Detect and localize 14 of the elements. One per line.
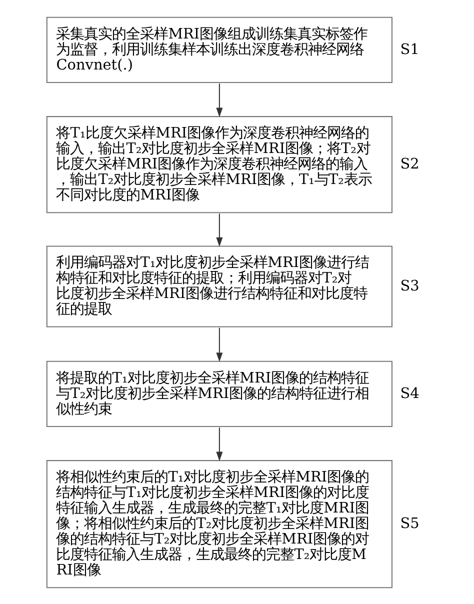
node-label: S5 [400,516,420,532]
node-label: S2 [400,156,420,172]
arrow [216,214,223,247]
node-label: S4 [400,386,420,402]
node-box: 采集真实的全采样MRI图像组成训练集真实标签作为监督，利用训练集样本训练出深度卷积神经网络Convnet(.) [46,16,392,83]
node-box: 利用编码器对T₁对比度初步全采样MRI图像进行结构特征和对比度特征的提取；利用编码器对T₂对比度初步全采样MRI图像进行结构特征和对比度特征的提取 [46,246,392,328]
arrow [216,84,223,118]
node-box: 将相似性约束后的T₁对比度初步全采样MRI图像的结构特征与T₁对比度初步全采样MRI图像的对比度特征输入生成器，生成最终的完整T₁对比度MRI图像；将相似性约束后的T₂对比度初步全采样MRI图像的结构特征与T₂对比度初步全采样MRI图像的对比度特征输入生成器，生成最终的完整T₂对比度MRI图像 [46,460,392,588]
node-label: S3 [400,278,420,294]
node-box: 将提取的T₁对比度初步全采样MRI图像的结构特征与T₂对比度初步全采样MRI图像的结构特征进行相似性约束 [46,360,392,427]
node-box: 将T₁比度欠采样MRI图像作为深度卷积神经网络的输入，输出T₂对比度初步全采样MRI图像；将T₂对比度欠采样MRI图像作为深度卷积神经网络的输入，输出T₂对比度初步全采样MRI图像，T₁与T₂表示不同对比度的MRI图像 [46,116,392,214]
arrow [216,328,223,362]
node-label: S1 [400,42,420,58]
arrow [216,428,223,462]
